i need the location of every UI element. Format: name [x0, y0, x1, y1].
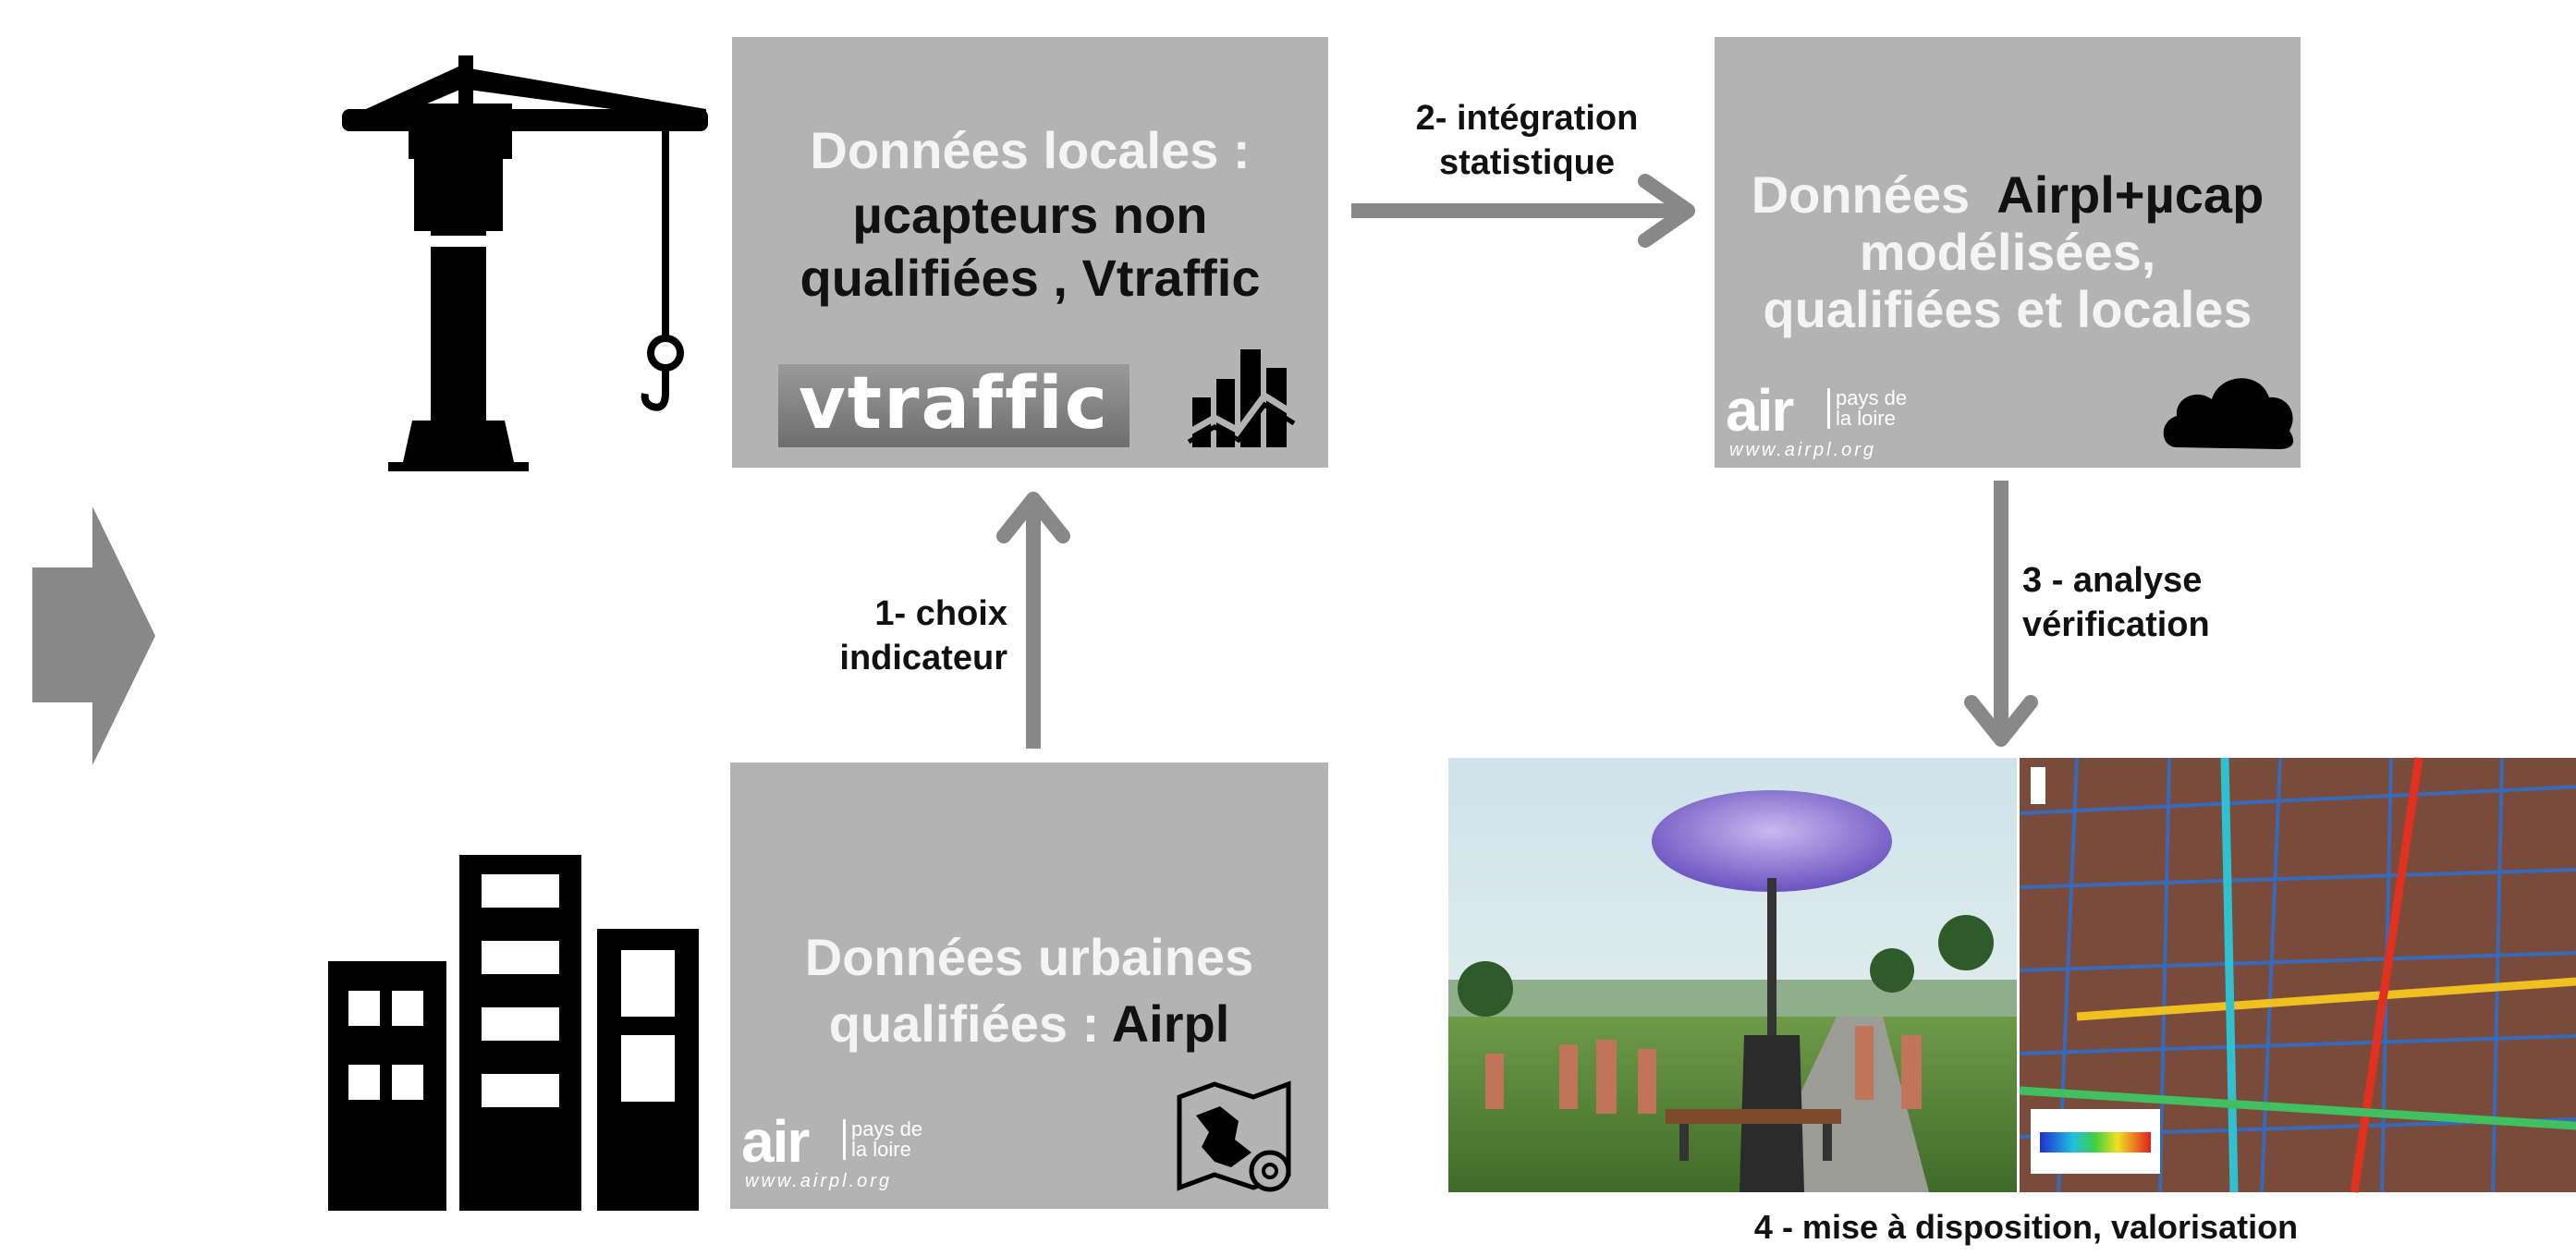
airpl-model-box: Données Airpl+µcap modélisées, qualifiée…	[1715, 37, 2301, 468]
step3-label: 3 - analyse vérification	[2022, 558, 2327, 647]
step4-label: 4 - mise à disposition, valorisation	[1753, 1208, 2299, 1246]
air-logo-pays: pays de la loire	[1827, 388, 1907, 429]
air-logo-word: air	[1726, 377, 1794, 444]
step2-label: 2- intégration statistique	[1379, 96, 1675, 185]
map-gear-icon	[1177, 1080, 1291, 1192]
urban-data-line2: qualifiées : Airpl	[730, 994, 1328, 1055]
step1-label: 1- choix indicateur	[776, 591, 1007, 680]
step2-line2: statistique	[1438, 143, 1616, 182]
air-logo-pays2-2: la loire	[851, 1138, 911, 1161]
step3-line1: 3 - analyse	[2022, 561, 2203, 600]
vtraffic-logo: vtraffic	[778, 364, 1129, 447]
air-logo-pays1-2: pays de	[851, 1117, 923, 1140]
airpl-model-line2: modélisées,	[1859, 223, 2156, 281]
air-logo-word-2: air	[741, 1108, 810, 1175]
step1-line2: indicateur	[839, 639, 1007, 677]
airpl-model-line3: qualifiées et locales	[1763, 280, 2252, 338]
urban-data-line2b: Airpl	[1111, 994, 1230, 1053]
step2-line1: 2- intégration	[1415, 99, 1639, 138]
local-data-line2: µcapteurs non	[852, 186, 1208, 244]
local-data-box: Données locales : µcapteurs non qualifié…	[732, 37, 1328, 468]
airpl-model-line1a: Données	[1751, 165, 1971, 224]
air-logo-url: www.airpl.org	[1729, 440, 1877, 460]
urban-data-line2a: qualifiées :	[828, 994, 1100, 1053]
urban-data-box: Données urbaines qualifiées : Airpl air …	[730, 762, 1328, 1209]
local-data-line1: Données locales :	[810, 121, 1251, 179]
bar-chart-icon	[1187, 349, 1296, 447]
air-logo-pays-2: pays de la loire	[843, 1119, 922, 1160]
airpl-model-line1: Données Airpl+µcap	[1715, 165, 2301, 226]
cloud-icon	[2163, 378, 2294, 449]
airpl-model-line1b: Airpl+µcap	[1996, 165, 2265, 224]
air-logo-pays1: pays de	[1836, 386, 1908, 409]
step1-line1: 1- choix	[874, 594, 1007, 633]
urban-data-line1: Données urbaines	[804, 928, 1254, 986]
step3-line2: vérification	[2022, 605, 2210, 644]
air-pays-de-la-loire-logo: air pays de la loire www.airpl.org	[1726, 381, 1947, 466]
local-data-line3: qualifiées , Vtraffic	[800, 249, 1261, 307]
air-logo-url-2: www.airpl.org	[745, 1171, 893, 1191]
air-pays-de-la-loire-logo-2: air pays de la loire www.airpl.org	[741, 1112, 963, 1197]
air-logo-pays2: la loire	[1836, 407, 1896, 430]
valorisation-illustration	[1448, 757, 2576, 1193]
